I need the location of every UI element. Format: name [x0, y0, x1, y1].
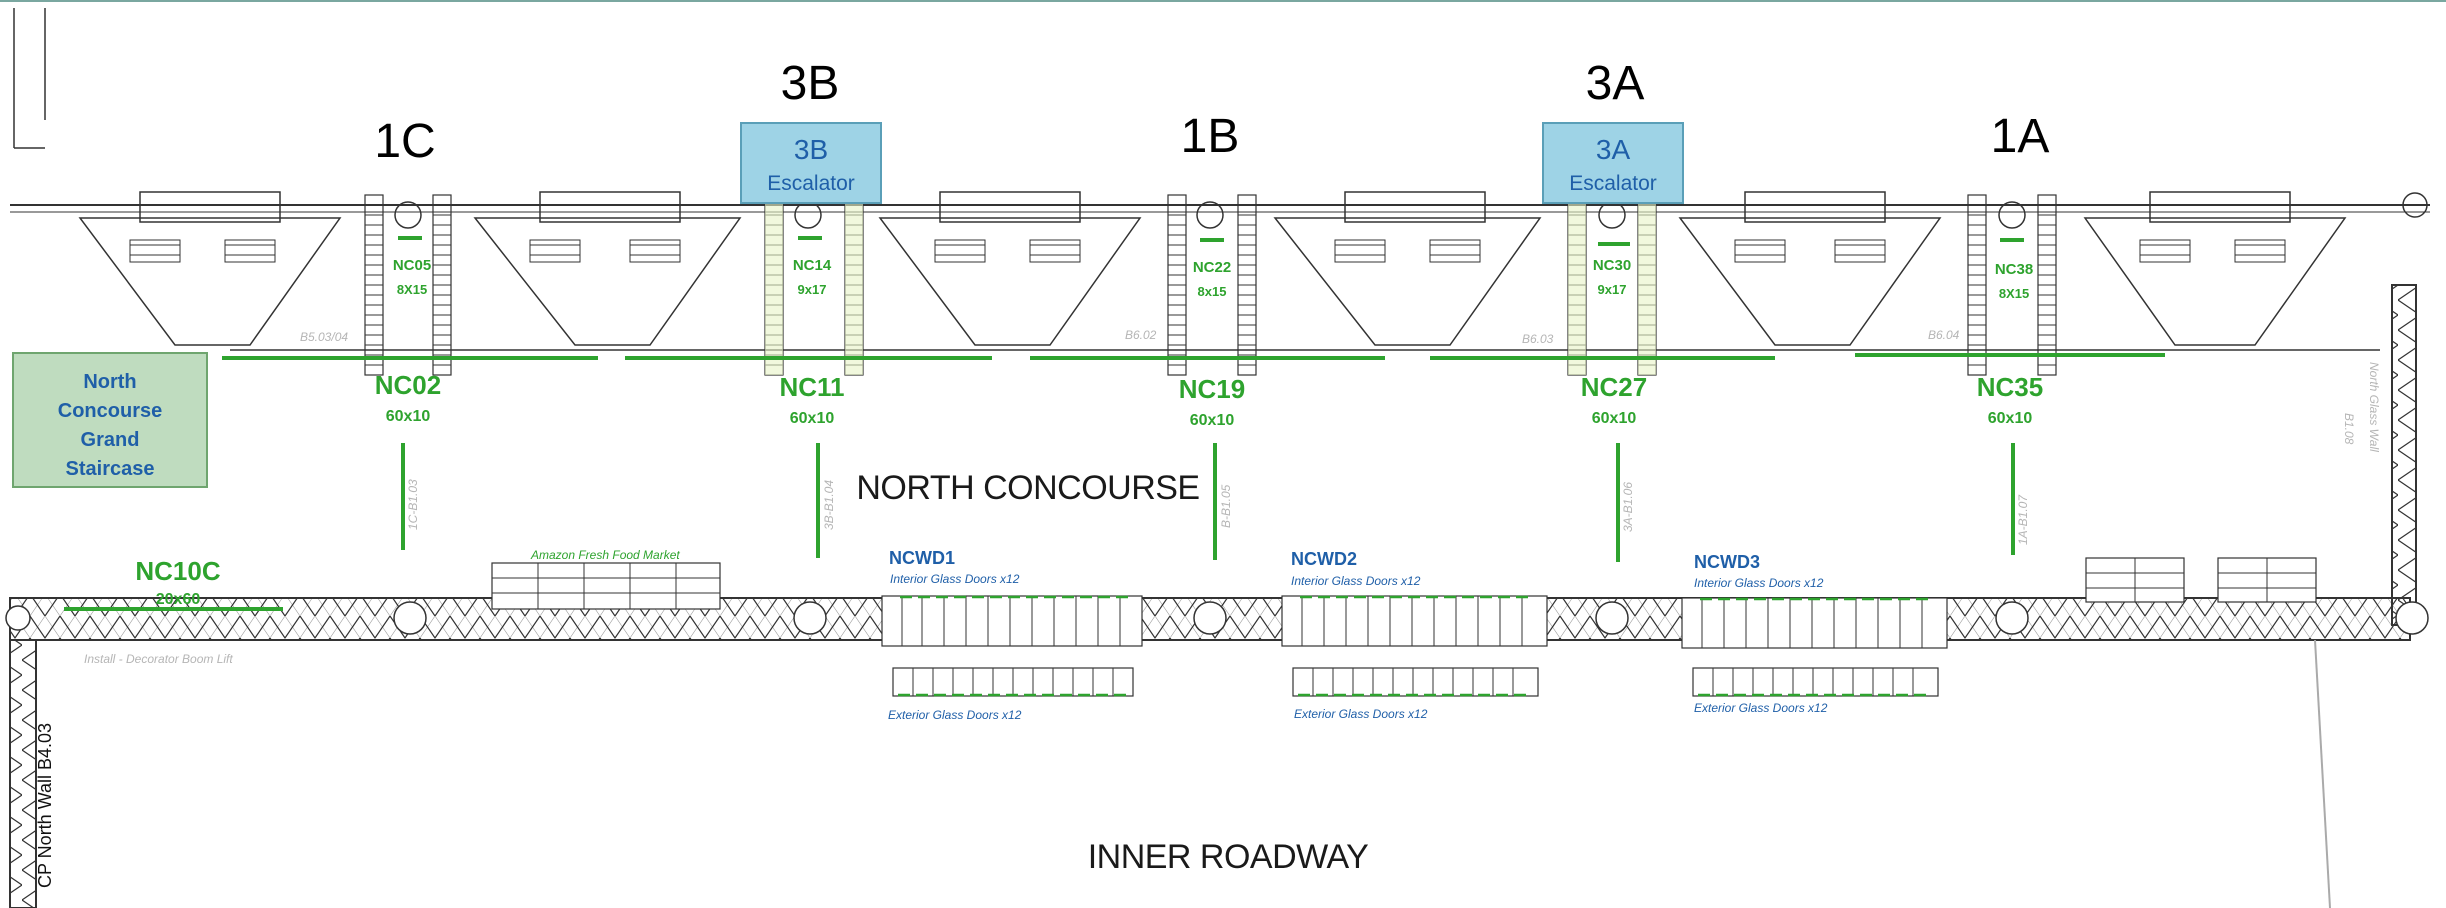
booth-nc22-size: 8x15 — [1197, 284, 1227, 299]
section-label-3a: 3A — [1585, 57, 1645, 110]
grid-label-1c-b1-03: 1C-B1.03 — [406, 479, 420, 530]
ncwd3-exterior: Exterior Glass Doors x12 — [1694, 701, 1828, 715]
cp-north-wall-label: CP North Wall B4.03 — [35, 722, 55, 888]
booth-nc22-code: NC22 — [1192, 259, 1232, 276]
ncwd1-interior: Interior Glass Doors x12 — [890, 572, 1020, 586]
ncwd2-interior: Interior Glass Doors x12 — [1291, 574, 1421, 588]
booth-nc38-size: 8X15 — [1998, 286, 2030, 301]
banner-nc11-size: 60x10 — [789, 410, 835, 427]
grid-label-1a-b1-07: 1A-B1.07 — [2016, 494, 2030, 545]
section-label-1b: 1B — [1180, 110, 1240, 163]
grid-label-b6-02: B6.02 — [1125, 328, 1157, 342]
grid-label-3a-b1-06: 3A-B1.06 — [1621, 481, 1635, 532]
escalator-3a-subtitle: Escalator — [1569, 172, 1657, 195]
boom-lift-note: Install - Decorator Boom Lift — [84, 652, 233, 666]
ncwd2-code: NCWD2 — [1291, 549, 1357, 569]
escalator-3a: 3A Escalator — [1542, 122, 1684, 204]
banner-nc35-code: NC35 — [1976, 372, 2044, 402]
area-north-concourse: NORTH CONCOURSE — [856, 469, 1200, 507]
ncwd3-interior: Interior Glass Doors x12 — [1694, 576, 1824, 590]
section-label-1c: 1C — [374, 115, 436, 168]
banner-nc27-code: NC27 — [1580, 372, 1648, 402]
ncwd3-code: NCWD3 — [1694, 552, 1760, 572]
banner-nc02-code: NC02 — [374, 370, 442, 400]
section-label-3b: 3B — [780, 57, 840, 110]
area-inner-roadway: INNER ROADWAY — [1087, 838, 1369, 876]
escalator-3b: 3B Escalator — [740, 122, 882, 204]
escalator-3a-title: 3A — [1595, 134, 1631, 165]
banner-nc11-code: NC11 — [779, 372, 845, 402]
north-glass-wall-label: North Glass Wall — [2367, 362, 2381, 452]
booth-nc30-code: NC30 — [1592, 257, 1632, 274]
staircase-line-3: Grand — [80, 429, 140, 451]
banner-nc19-code: NC19 — [1178, 374, 1246, 404]
top-border-line — [0, 0, 2446, 2]
section-label-1a: 1A — [1990, 110, 2050, 163]
booth-nc14-code: NC14 — [792, 257, 832, 274]
grid-label-b5-03-04: B5.03/04 — [300, 330, 349, 344]
booth-nc30-size: 9x17 — [1597, 282, 1627, 297]
ncwd1-exterior: Exterior Glass Doors x12 — [888, 708, 1022, 722]
escalator-3b-subtitle: Escalator — [767, 172, 855, 195]
staircase-line-1: North — [83, 371, 137, 393]
ncwd1-code: NCWD1 — [889, 548, 955, 568]
market-label: Amazon Fresh Food Market — [531, 548, 680, 562]
banner-nc02-size: 60x10 — [385, 408, 431, 425]
north-concourse-grand-staircase: North Concourse Grand Staircase — [12, 352, 208, 488]
banner-nc10c-size: 20x60 — [155, 591, 201, 608]
ncwd2-exterior: Exterior Glass Doors x12 — [1294, 707, 1428, 721]
grid-label-b6-03: B6.03 — [1522, 332, 1554, 346]
grid-label-3b-b1-04: 3B-B1.04 — [822, 479, 836, 530]
grid-label-b6-04: B6.04 — [1928, 328, 1960, 342]
banner-nc19-size: 60x10 — [1189, 412, 1235, 429]
staircase-line-4: Staircase — [65, 458, 155, 480]
north-glass-wall-grid: B1.08 — [2342, 413, 2356, 445]
banner-nc35-size: 60x10 — [1987, 410, 2033, 427]
staircase-line-2: Concourse — [57, 400, 163, 422]
booth-nc05-size: 8X15 — [396, 282, 428, 297]
banner-nc10c-code: NC10C — [135, 556, 221, 586]
booth-nc14-size: 9x17 — [797, 282, 827, 297]
booth-nc05-code: NC05 — [392, 257, 432, 274]
booth-nc38-code: NC38 — [1994, 261, 2034, 278]
banner-nc27-size: 60x10 — [1591, 410, 1637, 427]
grid-label-b-b1-05: B-B1.05 — [1219, 484, 1233, 528]
escalator-3b-title: 3B — [793, 134, 829, 165]
